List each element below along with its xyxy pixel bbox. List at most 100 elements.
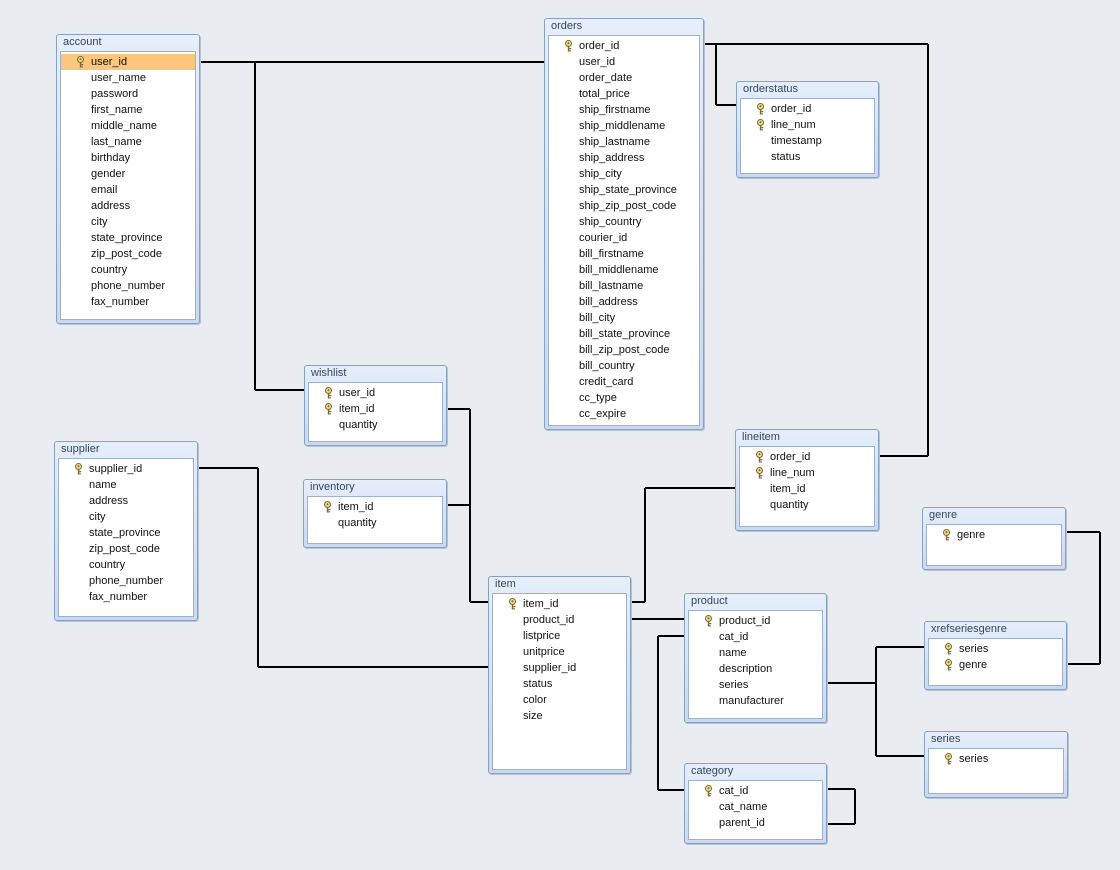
field-row[interactable]: user_id <box>309 385 442 401</box>
field-row[interactable]: status <box>493 676 626 692</box>
field-row[interactable]: ship_middlename <box>549 118 699 134</box>
field-row[interactable]: color <box>493 692 626 708</box>
field-row[interactable]: bill_firstname <box>549 246 699 262</box>
field-row[interactable]: ship_lastname <box>549 134 699 150</box>
field-row[interactable]: supplier_id <box>493 660 626 676</box>
field-row[interactable]: bill_address <box>549 294 699 310</box>
field-row[interactable]: manufacturer <box>689 693 822 709</box>
field-row[interactable]: name <box>689 645 822 661</box>
field-row[interactable]: bill_state_province <box>549 326 699 342</box>
field-row[interactable]: state_province <box>59 525 193 541</box>
field-row[interactable]: quantity <box>308 515 442 531</box>
field-row[interactable]: city <box>61 214 195 230</box>
field-row[interactable]: order_id <box>740 449 874 465</box>
field-row[interactable]: bill_middlename <box>549 262 699 278</box>
field-row[interactable]: bill_lastname <box>549 278 699 294</box>
table-title[interactable]: orders <box>551 20 583 32</box>
field-row[interactable]: address <box>61 198 195 214</box>
field-row[interactable]: description <box>689 661 822 677</box>
field-row[interactable]: country <box>61 262 195 278</box>
field-row[interactable]: cc_expire <box>549 406 699 422</box>
field-row[interactable]: address <box>59 493 193 509</box>
field-row[interactable]: ship_zip_post_code <box>549 198 699 214</box>
table-title[interactable]: wishlist <box>311 367 347 379</box>
field-row[interactable]: product_id <box>493 612 626 628</box>
field-row[interactable]: country <box>59 557 193 573</box>
field-row[interactable]: total_price <box>549 86 699 102</box>
table-title[interactable]: inventory <box>310 481 355 493</box>
field-row[interactable]: quantity <box>740 497 874 513</box>
field-row[interactable]: phone_number <box>59 573 193 589</box>
field-row[interactable]: ship_state_province <box>549 182 699 198</box>
field-row[interactable]: product_id <box>689 613 822 629</box>
field-row[interactable]: series <box>689 677 822 693</box>
table-title[interactable]: lineitem <box>742 431 780 443</box>
field-row[interactable]: user_id <box>61 54 195 70</box>
field-row[interactable]: order_id <box>741 101 874 117</box>
field-row[interactable]: order_date <box>549 70 699 86</box>
field-row[interactable]: state_province <box>61 230 195 246</box>
field-row[interactable]: item_id <box>493 596 626 612</box>
field-row[interactable]: item_id <box>740 481 874 497</box>
field-row[interactable]: last_name <box>61 134 195 150</box>
field-row[interactable]: size <box>493 708 626 724</box>
field-row[interactable]: bill_country <box>549 358 699 374</box>
field-row[interactable]: supplier_id <box>59 461 193 477</box>
field-row[interactable]: unitprice <box>493 644 626 660</box>
field-row[interactable]: email <box>61 182 195 198</box>
field-row[interactable]: user_id <box>549 54 699 70</box>
field-row[interactable]: birthday <box>61 150 195 166</box>
field-row[interactable]: timestamp <box>741 133 874 149</box>
field-row[interactable]: fax_number <box>61 294 195 310</box>
table-title[interactable]: category <box>691 765 734 777</box>
field-row[interactable]: genre <box>927 527 1061 543</box>
field-row[interactable]: password <box>61 86 195 102</box>
field-row[interactable]: item_id <box>308 499 442 515</box>
field-row[interactable]: bill_zip_post_code <box>549 342 699 358</box>
field-row[interactable]: gender <box>61 166 195 182</box>
field-row[interactable]: ship_country <box>549 214 699 230</box>
field-row[interactable]: line_num <box>740 465 874 481</box>
field-row[interactable]: cat_id <box>689 783 822 799</box>
table-title[interactable]: account <box>63 36 102 48</box>
field-row[interactable]: user_name <box>61 70 195 86</box>
field-row[interactable]: city <box>59 509 193 525</box>
field-row[interactable]: phone_number <box>61 278 195 294</box>
field-row[interactable]: series <box>929 751 1063 767</box>
table-title[interactable]: product <box>691 595 728 607</box>
field-row[interactable]: genre <box>929 657 1062 673</box>
table-title[interactable]: genre <box>929 509 958 521</box>
field-row[interactable]: cat_id <box>689 629 822 645</box>
field-row[interactable]: middle_name <box>61 118 195 134</box>
field-row[interactable]: item_id <box>309 401 442 417</box>
field-row[interactable]: line_num <box>741 117 874 133</box>
field-row[interactable]: first_name <box>61 102 195 118</box>
field-row[interactable]: fax_number <box>59 589 193 605</box>
field-row[interactable]: parent_id <box>689 815 822 831</box>
field-row[interactable]: courier_id <box>549 230 699 246</box>
field-row[interactable]: name <box>59 477 193 493</box>
field-row[interactable]: cat_name <box>689 799 822 815</box>
field-row[interactable]: zip_post_code <box>59 541 193 557</box>
field-row[interactable]: cc_type <box>549 390 699 406</box>
table-genre[interactable]: genre genre <box>922 507 1066 570</box>
table-title[interactable]: supplier <box>61 443 100 455</box>
field-row[interactable]: zip_post_code <box>61 246 195 262</box>
field-row[interactable]: quantity <box>309 417 442 433</box>
field-row[interactable]: order_id <box>549 38 699 54</box>
table-title[interactable]: orderstatus <box>743 83 799 95</box>
field-row[interactable]: ship_city <box>549 166 699 182</box>
table-title[interactable]: xrefseriesgenre <box>931 623 1007 635</box>
field-row[interactable]: ship_address <box>549 150 699 166</box>
field-row[interactable]: listprice <box>493 628 626 644</box>
